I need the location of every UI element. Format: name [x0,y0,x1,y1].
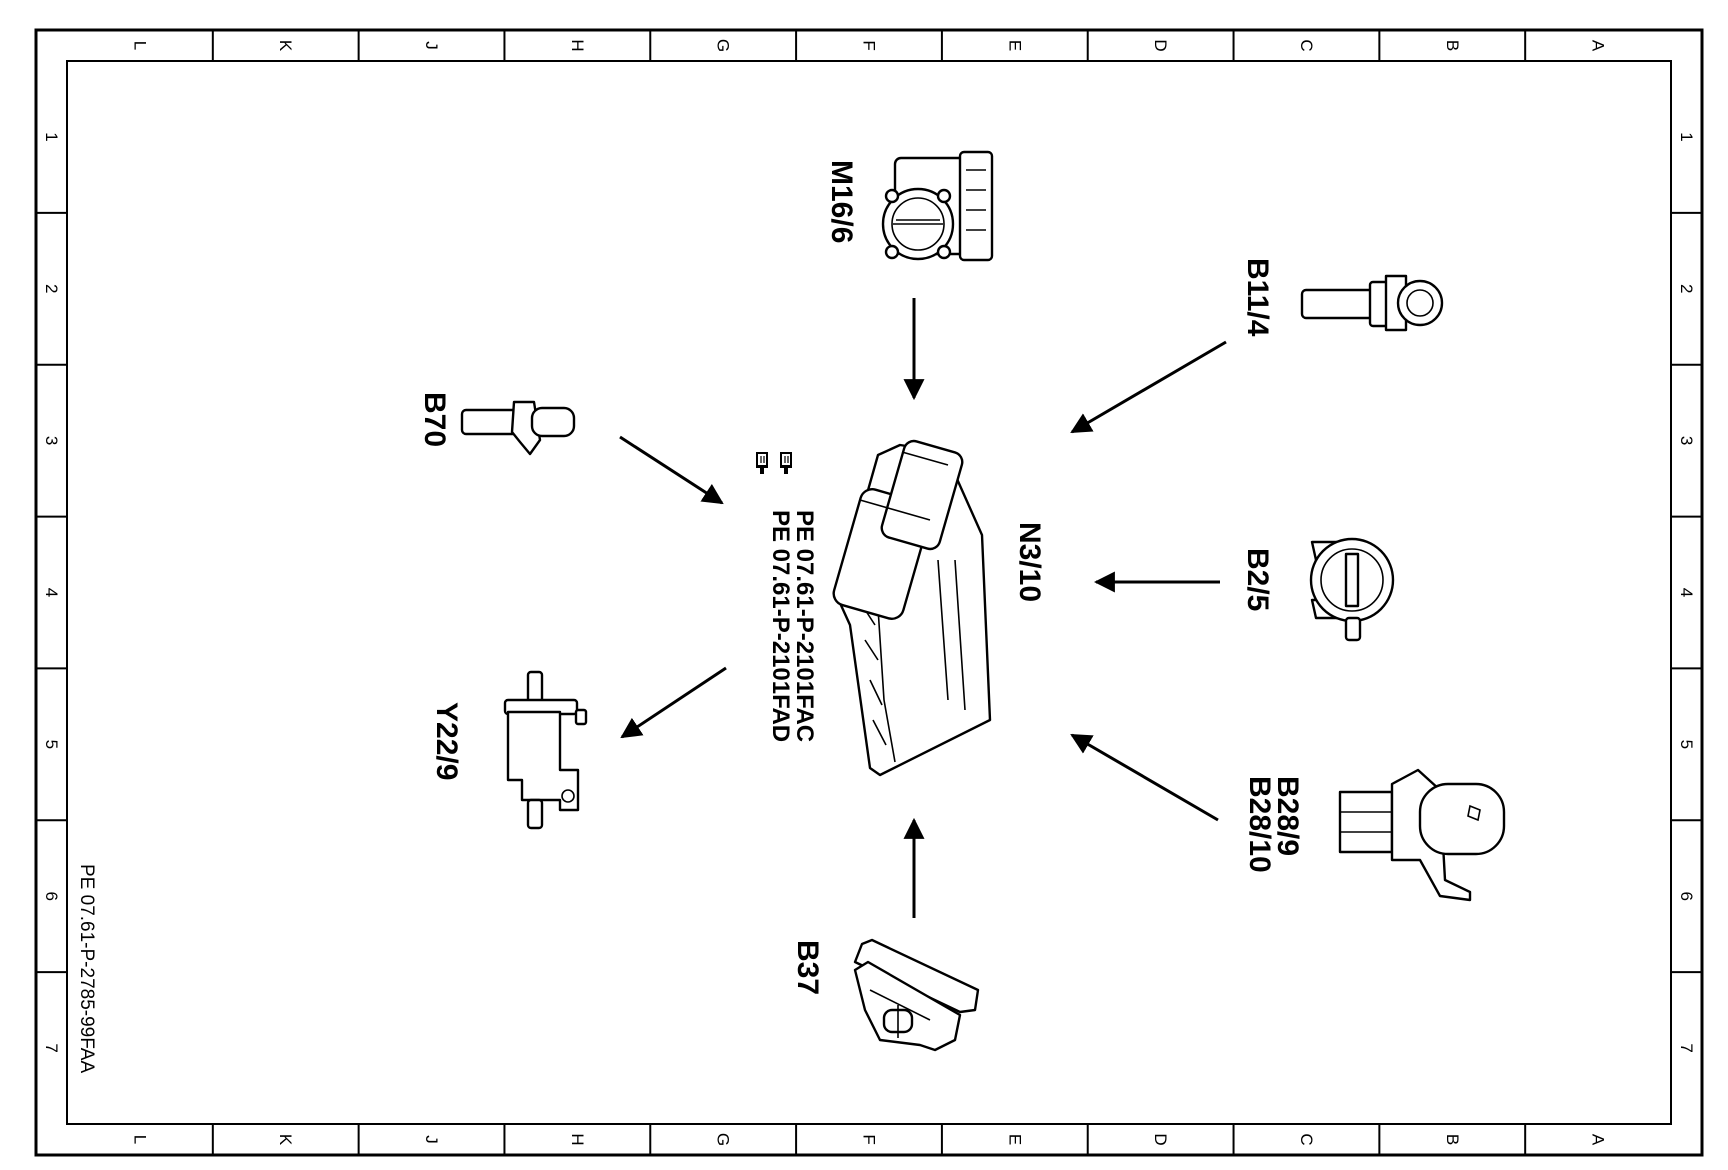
grid-ticks [36,30,1702,1155]
inner-frame [66,60,1672,1125]
grid-column-label-bottom: L [130,1135,149,1144]
control-unit-label: N3/10 [1013,522,1046,602]
grid-column-label-bottom: A [1589,1134,1608,1146]
grid-row-label-right: 1 [1677,132,1696,141]
grid-column-label-bottom: H [568,1133,587,1145]
grid-column-label-top: F [860,40,879,50]
pressure-sensor-icon [1338,768,1506,902]
grid-column-label-top: K [276,40,295,52]
grid-row-label-left: 4 [42,588,61,597]
component-label-b11-4: B11/4 [1241,258,1274,337]
grid-row-label-right: 3 [1677,436,1696,445]
grid-column-label-bottom: G [714,1133,733,1146]
reference-1: PE 07.61-P-2101FAC [791,510,818,742]
grid-row-label-right: 4 [1677,588,1696,597]
grid-row-label-right: 7 [1677,1043,1696,1052]
grid-row-label-right: 2 [1677,284,1696,293]
component-label-b70: B70 [418,392,451,447]
grid-row-label-left: 3 [42,436,61,445]
grid-column-label-bottom: F [860,1134,879,1144]
throttle-valve-actuator-icon [881,150,994,262]
grid-labels: L L K K J J H H G G F F E E D D C C B B A A 1 1 2 2 3 3 4 4 5 5 6 6 7 7 [42,39,1696,1146]
accelerator-pedal-sensor-icon [853,938,980,1052]
grid-column-label-bottom: D [1151,1133,1170,1145]
changeover-valve-icon [503,670,588,830]
grid-column-label-top: G [714,39,733,52]
grid-column-label-bottom: K [276,1134,295,1146]
pointing-hand-icon [755,451,769,475]
grid-column-label-top: H [568,39,587,51]
coolant-temperature-sensor-icon [1300,274,1444,332]
grid-column-label-top: D [1151,39,1170,51]
grid-row-label-left: 6 [42,891,61,900]
crankshaft-hall-sensor-icon [460,400,576,456]
component-label-b28-10: B28/10 [1243,776,1276,873]
grid-column-label-top: B [1443,40,1462,51]
grid-row-label-left: 5 [42,740,61,749]
reference-group: PE 07.61-P-2101FAC PE 07.61-P-2101FAD [755,451,818,742]
reference-2: PE 07.61-P-2101FAD [767,510,794,742]
arrow-b28-to-n3-10 [1070,733,1219,822]
arrow-b11-4-to-n3-10 [1070,340,1227,434]
outer-frame [34,28,1704,1157]
grid-column-label-top: L [130,41,149,50]
grid-column-label-bottom: J [422,1135,441,1144]
grid-row-label-left: 1 [42,132,61,141]
arrow-b70-to-n3-10 [619,435,724,505]
grid-row-label-left: 7 [42,1043,61,1052]
grid-column-label-top: C [1297,39,1316,51]
pointing-hand-icon [779,451,793,475]
component-label-b2-5: B2/5 [1241,548,1274,611]
grid-column-label-bottom: B [1443,1134,1462,1145]
component-label-y22-9: Y22/9 [430,702,463,780]
grid-row-label-left: 2 [42,284,61,293]
component-label-b28-9: B28/9 [1271,776,1304,856]
document-id: PE 07.61-P-2785-99FAA [76,864,97,1073]
component-label-b37: B37 [791,940,824,995]
engine-control-unit-icon [832,439,992,777]
component-label-m16-6: M16/6 [825,160,858,243]
grid-column-label-bottom: C [1297,1133,1316,1145]
grid-column-label-bottom: E [1005,1134,1024,1145]
grid-column-label-top: A [1589,40,1608,52]
arrow-n3-10-to-y22-9 [620,666,727,739]
grid-row-label-right: 6 [1677,891,1696,900]
grid-row-label-right: 5 [1677,740,1696,749]
grid-column-label-top: J [422,41,441,50]
hot-film-mass-air-flow-sensor-icon [1309,537,1395,642]
grid-column-label-top: E [1005,40,1024,51]
